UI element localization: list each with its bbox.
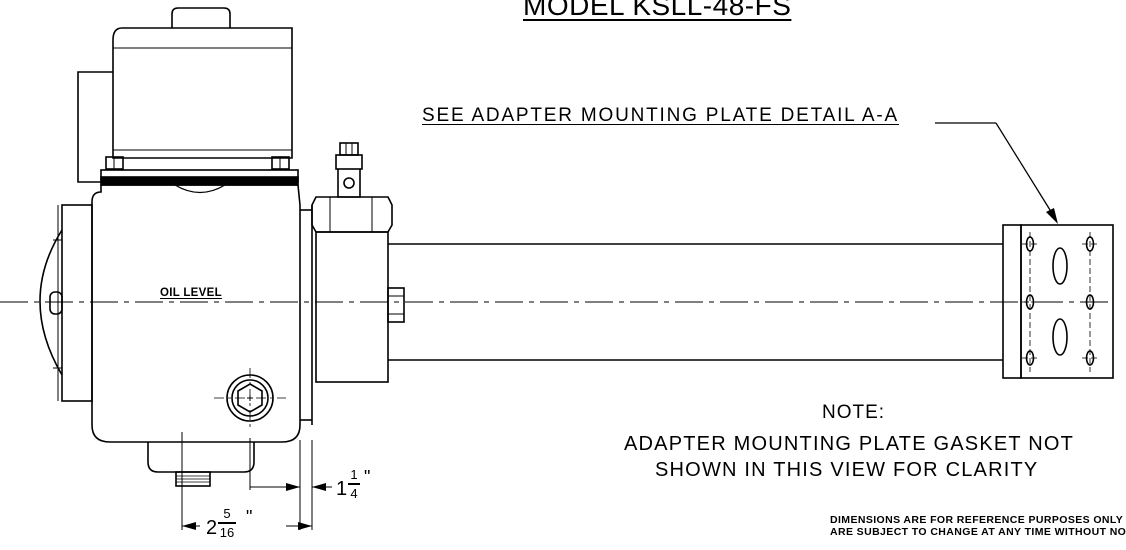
oil-level-label: OIL LEVEL [160, 287, 222, 299]
note-heading: NOTE: [822, 402, 886, 423]
dim1-fraction-bar [348, 483, 360, 485]
dim2-arrow-right [298, 522, 312, 530]
note-line-1: ADAPTER MOUNTING PLATE GASKET NOT [624, 433, 1075, 455]
dim1-denominator: 4 [350, 486, 358, 501]
body-flange [100, 169, 299, 194]
dim1-arrow-right [312, 483, 326, 491]
dim2-unit: " [246, 507, 253, 527]
disclaimer-line-2: ARE SUBJECT TO CHANGE AT ANY TIME WITHOU… [830, 526, 1126, 538]
model-title: MODEL KSLL-48-FS [523, 0, 792, 21]
bottom-sump [147, 442, 255, 487]
dim1-unit: " [364, 467, 371, 487]
dimension-extension-lines [181, 432, 313, 530]
stem-tube [388, 243, 1003, 361]
dim1-numerator: 1 [350, 467, 358, 482]
disclaimer-line-1: DIMENSIONS ARE FOR REFERENCE PURPOSES ON… [830, 514, 1124, 526]
dim2-numerator: 5 [223, 506, 231, 521]
callout-label: SEE ADAPTER MOUNTING PLATE DETAIL A-A [422, 105, 899, 126]
top-fitting [335, 142, 363, 198]
callout-arrowhead [1046, 208, 1058, 224]
dim1-whole: 1 [336, 478, 348, 500]
dim2-arrow-left [182, 522, 196, 530]
dim1-arrow-left [286, 483, 300, 491]
left-end-cap [39, 204, 93, 402]
hex-collar [311, 196, 405, 383]
dim2-denominator: 16 [219, 525, 235, 540]
top-cover [77, 7, 293, 183]
dim2-whole: 2 [206, 517, 218, 539]
callout-leader [935, 122, 1056, 219]
gear-body [91, 184, 313, 443]
cover-bolts [105, 156, 290, 170]
note-line-2: SHOWN IN THIS VIEW FOR CLARITY [655, 459, 1039, 481]
dim2-fraction-bar [218, 522, 236, 524]
